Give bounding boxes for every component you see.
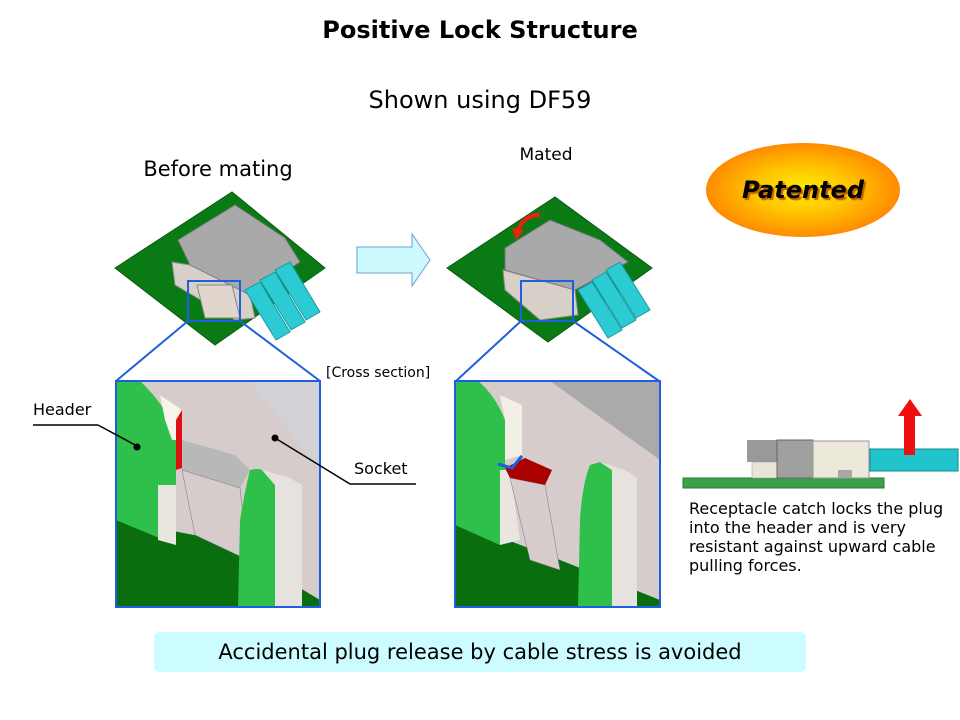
cable-bundle <box>577 261 651 339</box>
before-mating-connector-illustration <box>114 191 326 346</box>
connector-latch <box>196 284 241 319</box>
detail-box-mated <box>520 280 574 322</box>
summary-banner: Accidental plug release by cable stress … <box>154 632 806 672</box>
side-view-description: Receptacle catch locks the plug into the… <box>689 499 944 575</box>
before-mating-label: Before mating <box>143 157 293 181</box>
slide-title: Positive Lock Structure <box>322 16 638 44</box>
cross-section-before <box>33 380 416 608</box>
patented-badge-label: Patented <box>741 176 864 204</box>
lock-engagement-line <box>497 455 524 470</box>
summary-banner-text: Accidental plug release by cable stress … <box>218 640 742 664</box>
slide-subtitle: Shown using DF59 <box>368 86 592 114</box>
pcb-board <box>682 477 885 489</box>
detail-box-before <box>187 280 241 322</box>
upward-force-arrow-icon <box>898 399 922 455</box>
connector-housing-top <box>504 219 629 291</box>
right-arrow-icon <box>356 232 431 288</box>
mated-label: Mated <box>519 145 573 165</box>
socket-callout-label: Socket <box>354 459 408 478</box>
cable-bundle <box>244 261 321 341</box>
patented-badge: Patented <box>706 143 900 237</box>
side-view-illustration <box>682 399 959 489</box>
plug-housing <box>776 439 814 479</box>
zoom-projection-lines <box>115 320 660 382</box>
mated-connector-illustration <box>446 196 653 343</box>
lock-catch-red <box>505 458 552 485</box>
lock-catch-red <box>176 410 182 470</box>
cross-section-mated <box>454 380 661 608</box>
header-callout-label: Header <box>33 400 92 419</box>
cross-section-label: [Cross section] <box>326 365 431 381</box>
